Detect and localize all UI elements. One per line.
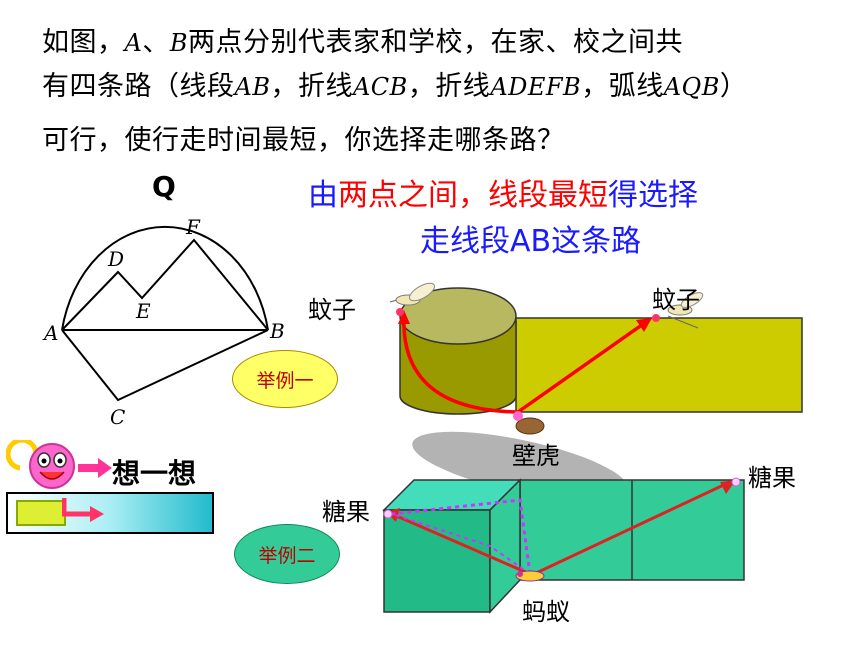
- prism-front: [383, 509, 491, 613]
- cylinder-top: [399, 287, 517, 345]
- ant-icon: [515, 570, 545, 582]
- mosquito-right-icon: [652, 292, 704, 329]
- question-line-1: 如图，A、B两点分别代表家和学校，在家、校之间共: [42, 27, 683, 58]
- label-c: C: [110, 405, 125, 429]
- question-line-2: 有四条路（线段AB，折线ACB，折线ADEFB，弧线AQB）: [42, 71, 748, 102]
- label-f: F: [185, 215, 201, 239]
- polyline-acb: [61, 329, 269, 402]
- pencil-icon: [16, 500, 66, 526]
- gecko-label: 壁虎: [512, 442, 560, 470]
- path-right: [533, 480, 731, 576]
- label-b: B: [269, 319, 285, 343]
- answer-line-1: 由两点之间，线段最短得选择: [308, 178, 698, 213]
- path-left: [391, 512, 531, 576]
- smiley-icon: [6, 440, 75, 489]
- geometry-diagram: Q A B C D E F: [42, 170, 285, 429]
- label-a: A: [42, 321, 58, 345]
- candy-right-label: 糖果: [748, 464, 796, 492]
- candy-left-label: 糖果: [322, 498, 370, 526]
- mosquito-left-icon: [389, 282, 435, 316]
- ant-label: 蚂蚁: [522, 598, 570, 626]
- example-2-badge: 举例二: [234, 524, 340, 584]
- question-line-3: 可行，使行走时间最短，你选择走哪条路？: [42, 125, 565, 156]
- bar-arrow-icon: [62, 498, 104, 522]
- gecko-icon: [513, 411, 545, 435]
- example-2-illustration: [382, 477, 745, 614]
- label-e: E: [135, 299, 151, 323]
- candy-right-icon: [731, 477, 741, 487]
- example-1-badge: 举例一: [232, 350, 338, 408]
- path-straight: [516, 320, 648, 414]
- think-mascot: 想一想: [6, 440, 216, 540]
- path-dotted: [391, 498, 532, 575]
- pointer-arrow-icon: [78, 458, 112, 478]
- label-q: Q: [152, 170, 176, 203]
- path-curve: [402, 315, 519, 414]
- think-label: 想一想: [112, 457, 197, 490]
- box-front: [515, 317, 803, 413]
- arc-aqb: [61, 225, 269, 331]
- mosquito-left-label: 蚊子: [308, 296, 356, 324]
- cylinder-body: [399, 321, 517, 415]
- path-dotted-2: [391, 513, 531, 575]
- label-d: D: [107, 247, 124, 271]
- mosquito-right-label: 蚊子: [652, 286, 700, 314]
- candy-left-icon: [383, 509, 393, 519]
- answer-line-2: 走线段AB这条路: [420, 224, 642, 259]
- polyline-adefb: [61, 238, 269, 331]
